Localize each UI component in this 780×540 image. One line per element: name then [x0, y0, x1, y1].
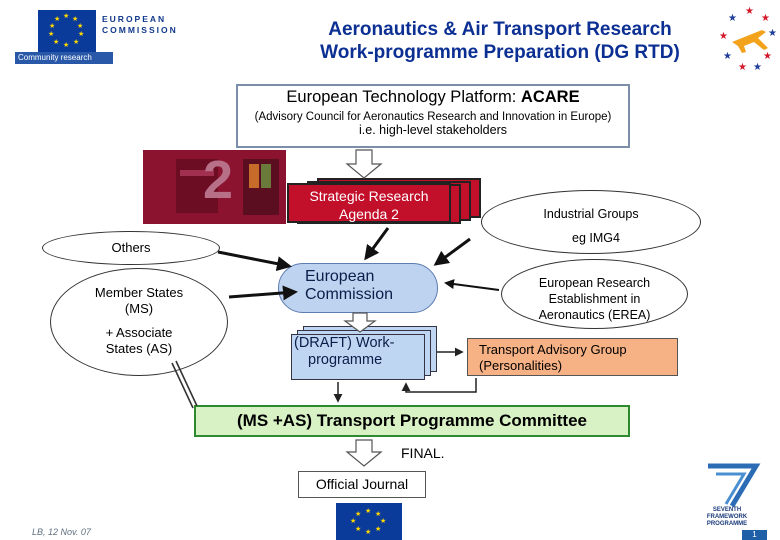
- draft-line2: programme: [308, 352, 383, 368]
- footer-eu-flag: ★ ★ ★ ★ ★ ★ ★ ★: [336, 503, 402, 540]
- tag-line2: (Personalities): [479, 358, 563, 373]
- acare-full-name: (Advisory Council for Aeronautics Resear…: [254, 111, 612, 123]
- block-arrow-acare-to-sra: [345, 149, 383, 179]
- svg-text:★: ★: [745, 6, 754, 17]
- ms-line3: + Associate: [105, 325, 173, 340]
- erea-line1: European Research: [538, 276, 651, 290]
- programme-committee-box: (MS +AS) Transport Programme Committee: [194, 405, 630, 437]
- page-number: 1: [742, 530, 767, 540]
- arrow-ms-to-ec: [228, 285, 298, 301]
- fp7-line1: SEVENTH FRAMEWORK: [706, 507, 748, 520]
- footer-date: LB, 12 Nov. 07: [32, 527, 91, 537]
- final-label: FINAL.: [401, 445, 445, 461]
- arrow-tag-to-draft: [401, 378, 477, 393]
- title-line1: Aeronautics & Air Transport Research: [328, 19, 672, 40]
- tag-line1: Transport Advisory Group: [479, 342, 627, 357]
- erea-line2: Establishment in: [548, 292, 641, 306]
- erea-oval: European Research Establishment in Aeron…: [501, 259, 688, 329]
- arrow-others-to-ec: [217, 250, 292, 272]
- page-title: Aeronautics & Air Transport Research Wor…: [285, 18, 715, 64]
- ms-line1: Member States: [94, 285, 184, 300]
- sra-line1: Strategic Research: [309, 188, 429, 204]
- strategic-research-agenda-box: Strategic Research Agenda 2: [287, 183, 451, 223]
- sra-cover-number: 2: [203, 150, 234, 210]
- european-commission-box: European Commission: [278, 263, 438, 313]
- svg-text:★: ★: [768, 28, 777, 39]
- sra-document-cover: 2: [143, 150, 286, 224]
- svg-text:★: ★: [738, 62, 747, 73]
- member-states-oval: Member States (MS) + Associate States (A…: [50, 268, 228, 376]
- draft-workprogramme-box: (DRAFT) Work- programme: [291, 334, 425, 380]
- official-journal-box: Official Journal: [298, 471, 426, 498]
- industrial-groups-oval: Industrial Groups eg IMG4: [481, 190, 701, 254]
- erea-line3: Aeronautics (EREA): [538, 308, 651, 322]
- arrow-erea-to-ec: [444, 279, 500, 291]
- block-arrow-ec-to-draft: [343, 312, 377, 333]
- svg-text:★: ★: [719, 31, 728, 42]
- transport-advisory-group-box: Transport Advisory Group (Personalities): [467, 338, 678, 376]
- block-arrow-pc-to-oj: [345, 439, 383, 467]
- arrow-industrial-to-ec: [433, 237, 471, 266]
- ec-line2: Commission: [305, 286, 394, 303]
- svg-text:★: ★: [728, 13, 737, 24]
- title-line2: Work-programme Preparation (DG RTD): [320, 42, 680, 63]
- ms-line4: States (AS): [105, 341, 173, 356]
- airplane-icon: [732, 30, 768, 53]
- fp7-line2: PROGRAMME: [706, 521, 748, 527]
- draft-line1: (DRAFT) Work-: [294, 335, 395, 351]
- acare-title: European Technology Platform: ACARE: [286, 88, 580, 106]
- eu-commission-text: EUROPEAN COMMISSION: [102, 14, 178, 35]
- acare-stakeholders: i.e. high-level stakeholders: [359, 123, 507, 137]
- acare-box: European Technology Platform: ACARE (Adv…: [236, 84, 630, 148]
- eu-flag-logo: ★ ★ ★ ★ ★ ★ ★ ★ ★ ★: [38, 10, 96, 52]
- air-transport-logo: ★ ★ ★ ★ ★ ★ ★ ★ ★: [719, 6, 777, 73]
- svg-text:★: ★: [761, 13, 770, 24]
- svg-text:★: ★: [753, 62, 762, 73]
- ec-line1: European: [305, 268, 375, 285]
- fp7-logo: [708, 463, 761, 508]
- ms-line2: (MS): [124, 301, 154, 316]
- line-ms-to-pc-a: [171, 362, 194, 409]
- community-research-bar: Community research: [15, 52, 113, 64]
- industrial-line2: eg IMG4: [572, 231, 620, 245]
- line-ms-to-pc-b: [175, 360, 198, 407]
- svg-text:★: ★: [763, 51, 772, 62]
- sra-line2: Agenda 2: [339, 206, 399, 222]
- fp7-label: SEVENTH FRAMEWORK PROGRAMME: [692, 507, 762, 528]
- arrow-sra-to-ec: [364, 227, 390, 261]
- industrial-line1: Industrial Groups: [543, 207, 639, 221]
- others-oval: Others: [42, 231, 220, 265]
- svg-text:★: ★: [723, 51, 732, 62]
